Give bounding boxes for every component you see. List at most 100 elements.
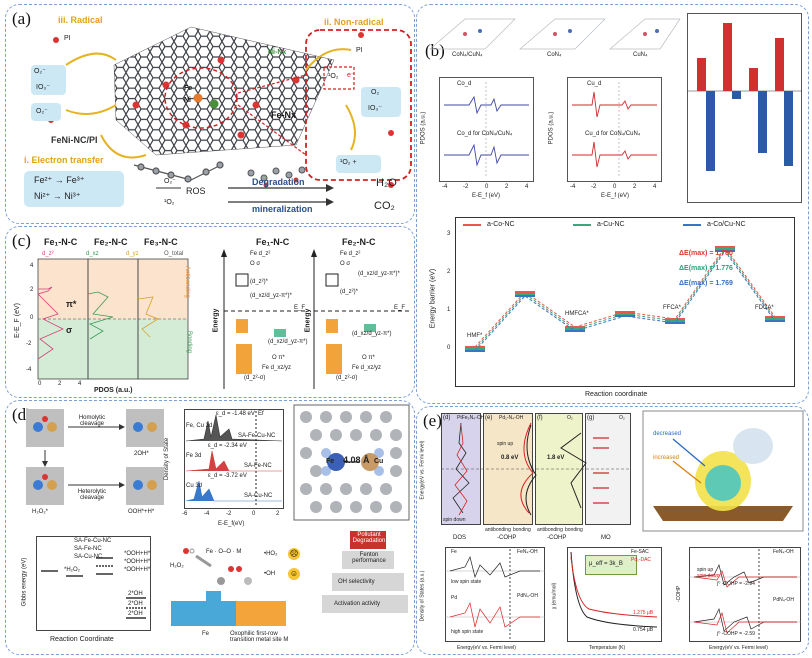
- barrier-state-hmf: HMF*: [467, 333, 483, 339]
- dos-xtick-4: 0: [252, 511, 256, 517]
- cohp-tag-2: PdN₄-OH: [773, 597, 794, 603]
- pdos-legend-3: d_yz: [126, 251, 139, 257]
- panel-b-label: (b): [425, 41, 445, 60]
- gibbs-ooh-1: *OOH+H*: [124, 551, 151, 557]
- gibbs-oh-1: 2*OH: [128, 591, 143, 597]
- chi-frame: [567, 547, 662, 642]
- pdos-cu-tick-4: 2: [633, 184, 637, 190]
- non-radical-species-box: [361, 87, 401, 117]
- sub-title-d: PtFe₅N₄-OH: [457, 415, 485, 421]
- pdos-c-xtick-1: 0: [38, 381, 42, 387]
- panel-e: (e) (d) (e) (f) (g) PtFe₅N₄-OH Pd₁-N₄-OH…: [416, 406, 809, 655]
- homolytic-label: Homolytic cleavage: [78, 415, 106, 427]
- barrier-ytick-2: 2: [447, 269, 451, 275]
- atom-fe: Fe: [326, 458, 335, 465]
- atom-cu: Cu: [374, 458, 384, 465]
- happy-face-icon: ☺: [288, 568, 300, 580]
- dos-eps-2: ε_d = -2.34 eV: [208, 443, 247, 449]
- mo-left-l3: (d_xz/d_yz-π*): [268, 339, 308, 345]
- sub-top-plots: [441, 422, 631, 516]
- mo-right-fe-dxz: Fe d_xz/yz: [352, 365, 382, 371]
- gibbs-legend-2: SA-Fe-NC: [74, 546, 102, 552]
- gibbs-ooh-3: *OOH+H*: [124, 567, 151, 573]
- cohp-icohp-1: ∫⁰ -COHP = -2.94: [717, 581, 755, 587]
- dos-xtick-1: -6: [182, 511, 188, 517]
- cleavage-scheme: [26, 409, 164, 505]
- radical-species-box: [31, 65, 66, 95]
- barrier-state-fdca: FDCA*: [755, 305, 774, 311]
- electron-transfer-title: i. Electron transfer: [24, 155, 104, 165]
- bottom-dos-tag-1: FeN₄-OH: [517, 549, 538, 555]
- scheme-metal: Oxophilic first-row transition metal sit…: [230, 631, 289, 643]
- degradation-label: Degradation: [252, 177, 305, 187]
- o2m-box-lower: [31, 103, 61, 121]
- mo-left-l2: (d_xz/d_yz-π*)*: [250, 293, 292, 299]
- pdos-cu-legend-1: Cu_d: [587, 81, 602, 87]
- mo-left-fe-dz2: Fe d_z²: [250, 251, 271, 257]
- ros-so: ¹O₂: [164, 199, 175, 206]
- energy-barrier-plot: [463, 224, 785, 352]
- axis-cohp-2: -COHP: [547, 535, 567, 541]
- bonding-label: Bonding: [186, 330, 193, 354]
- barrier-legend-1: a-Co-NC: [487, 221, 515, 228]
- bottom-dos-legend-fe: Fe: [451, 549, 457, 555]
- so-plus-label: ¹O₂ +: [340, 159, 357, 166]
- dos-xlabel: E-E_f(eV): [218, 521, 245, 527]
- panel-b: (b) CoN₄/CuN₄ CoN₄ CuN₄ Co_d Co_d for Co…: [416, 4, 809, 404]
- pdos-c-xlabel: PDOS (a.u.): [94, 387, 133, 394]
- pdos-cu-plot: [572, 82, 657, 177]
- pdos-legend-1: d_z²: [42, 251, 54, 257]
- singlet-oxygen-label: ¹O₂: [328, 73, 339, 80]
- mineralization-label: mineralization: [252, 204, 313, 214]
- sub-note-08: 0.8 eV: [501, 455, 519, 461]
- performance-pyramid: [322, 531, 408, 613]
- sub-label-g: (g): [587, 415, 595, 421]
- gibbs-oh-3: 2*OH: [128, 611, 143, 617]
- structure-label-2: CoN₄: [547, 52, 562, 58]
- sub-title-f: O₂: [567, 415, 573, 421]
- axis-mo: MO: [601, 535, 611, 541]
- pyramid-level-3: OH selectivity: [338, 579, 375, 585]
- electron-label: e⁻: [347, 72, 355, 79]
- barrier-state-ffca: FFCA*: [663, 305, 681, 311]
- gibbs-legend-1: SA-Fe-Cu-NC: [74, 538, 112, 544]
- barrier-de-3: ΔE(max) = 1.769: [679, 280, 733, 287]
- scheme-oh: •OH: [264, 571, 276, 577]
- heterolytic-label: Heterolytic cleavage: [77, 489, 107, 501]
- axis-dos: DOS: [453, 535, 467, 541]
- chi-val-1: 1.275 μB: [633, 610, 654, 616]
- pdos-legend-4: O_total: [164, 251, 184, 257]
- radical-title: iii. Radical: [58, 15, 103, 25]
- pdos-legend-2: d_xz: [86, 251, 99, 257]
- io3m-label: IO₃⁻: [36, 84, 50, 91]
- bottom-dos-xlabel: Energy(eV vs. Fermi level): [457, 645, 516, 651]
- ni-site-label: Ni: [184, 97, 191, 104]
- pdos-cu-ylabel: PDOS (a.u.): [548, 111, 555, 145]
- ni-redox-eq: Ni²⁺ → Ni³⁺: [34, 191, 81, 201]
- mo-right-l4: (d_z²-σ): [336, 375, 358, 381]
- mo-right-o-sigma: O σ: [340, 261, 351, 267]
- sub-note-18: 1.8 eV: [547, 455, 565, 461]
- catalyst-label: FeNi-NC/PI: [51, 135, 98, 145]
- dos-ylabel: Density of State: [164, 437, 171, 481]
- panel-d: (d) Homolytic cleavage Heterolytic cleav…: [5, 400, 415, 655]
- bottom-dos-frame: [445, 547, 545, 642]
- distance-label: 4.08 Å: [343, 455, 370, 465]
- so-box: [336, 155, 381, 173]
- pdos-co-legend-2: Co_d for CoN₄/CuN₄: [457, 131, 513, 137]
- scheme-ho2: •HO₂: [264, 551, 278, 557]
- barrier-legend-2: a-Cu-NC: [597, 221, 625, 228]
- scheme-chain: Fe · O–O · M: [206, 549, 242, 555]
- pdos-cu-xlabel: E-E_f (eV): [601, 193, 630, 199]
- mo-left-energy: Energy: [212, 308, 220, 333]
- pdos-cu-tick-5: 4: [653, 184, 657, 190]
- pdos-title-1: Fe₁-N-C: [44, 237, 78, 247]
- panel-e-label: (e): [423, 411, 442, 430]
- structure-label-1: CoN₄/CuN₄: [452, 52, 483, 58]
- mo-left-o-pi: O π*: [272, 355, 285, 361]
- dos-eps-3: ε_d = -3.72 eV: [208, 473, 247, 479]
- pdos-co-frame: [439, 77, 534, 182]
- pdos-c-xtick-2: 2: [58, 381, 62, 387]
- sigma-label: σ: [66, 325, 73, 335]
- sub-label-f: (f): [537, 415, 543, 421]
